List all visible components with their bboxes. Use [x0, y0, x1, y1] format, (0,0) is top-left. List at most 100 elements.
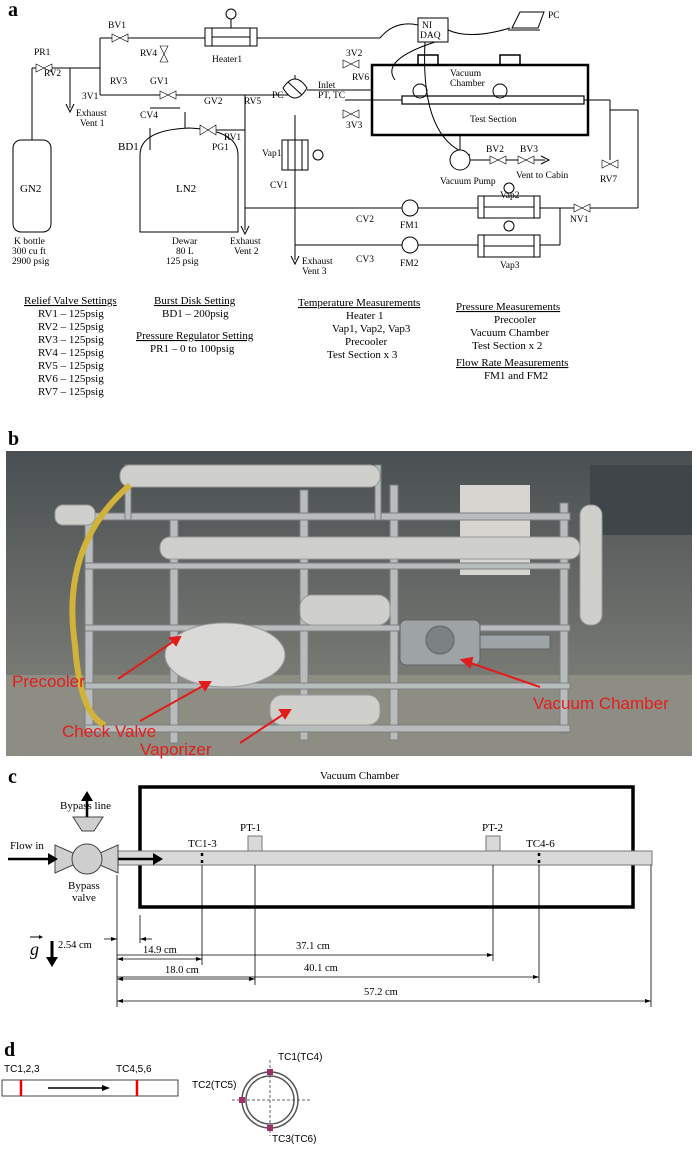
kbottle-2: 300 cu ft	[12, 246, 46, 257]
regulator-value: PR1 – 0 to 100psig	[150, 343, 235, 355]
dim-40-1: 40.1 cm	[304, 963, 338, 974]
inlet-a: Inlet	[318, 81, 336, 91]
bv1-label: BV1	[108, 21, 126, 31]
burst-value: BD1 – 200psig	[162, 308, 229, 320]
vacuum-chamber-b: Chamber	[450, 79, 486, 89]
bv2-label: BV2	[486, 145, 504, 155]
panel-d-thermocouples: d TC1,2,3 TC4,5,6 TC1(TC4) TC2(TC5) TC3(…	[0, 1040, 697, 1149]
flow-in-label: Flow in	[10, 840, 44, 852]
test-section-label: Test Section	[470, 115, 517, 125]
dewar-1: Dewar	[172, 237, 198, 247]
exhaust2-a: Exhaust	[230, 237, 261, 247]
vap1-label: Vap1	[262, 149, 282, 159]
temperature-title: Temperature Measurements	[298, 297, 420, 309]
3v1-label: 3V1	[82, 92, 99, 102]
exhaust1-a: Exhaust	[76, 109, 107, 119]
pt2-label: PT-2	[482, 822, 503, 834]
tube-cross-section	[232, 1060, 310, 1136]
exhaust3-b: Vent 3	[302, 267, 327, 277]
heater1-label: Heater1	[212, 55, 242, 65]
burst-title: Burst Disk Setting	[154, 295, 236, 307]
panel-a-schematic: a BV1 RV4 Heater1 NI DAQ PC PR1 RV2 Exha…	[0, 0, 697, 420]
dim-14-9: 14.9 cm	[143, 945, 177, 956]
kbottle-3: 2900 psig	[12, 257, 49, 267]
dewar-3: 125 psig	[166, 257, 199, 267]
vap2-label: Vap2	[500, 191, 520, 201]
relief-item: RV2 – 125psig	[38, 321, 104, 333]
flow-title: Flow Rate Measurements	[456, 357, 568, 369]
pressure-title: Pressure Measurements	[456, 301, 560, 313]
pt1-label: PT-1	[240, 822, 261, 834]
pg1-label: PG1	[212, 143, 229, 153]
dim-18-0: 18.0 cm	[165, 965, 199, 976]
3v2-label: 3V2	[346, 49, 363, 59]
dim-57-2: 57.2 cm	[364, 987, 398, 998]
temperature-item: Test Section x 3	[327, 349, 398, 361]
nv1-label: NV1	[570, 215, 589, 225]
panel-c-letter: c	[8, 766, 17, 788]
panel-b-photo: b	[0, 425, 697, 765]
dim-37-1: 37.1 cm	[296, 941, 330, 952]
test-section-svg: c Vacuum Chamber PT-1 PT-2 TC1-3 TC4-6 B…	[8, 766, 653, 1007]
cv4-label: CV4	[140, 111, 158, 121]
vap3-label: Vap3	[500, 261, 520, 271]
exhaust1-b: Vent 1	[80, 119, 105, 129]
temperature-item: Precooler	[345, 336, 387, 348]
pressure-item: Precooler	[494, 314, 536, 326]
vacuum-chamber-title: Vacuum Chamber	[320, 770, 399, 782]
relief-item: RV5 – 125psig	[38, 360, 104, 372]
pressure-item: Vacuum Chamber	[470, 327, 549, 339]
panel-c-test-section: c Vacuum Chamber PT-1 PT-2 TC1-3 TC4-6 B…	[0, 765, 697, 1035]
test-tube	[116, 850, 653, 866]
rv1-label: RV1	[224, 133, 241, 143]
bv3-label: BV3	[520, 145, 538, 155]
flow-item: FM1 and FM2	[484, 370, 548, 382]
pc-mid-label: PC	[272, 91, 284, 101]
panel-a-letter: a	[8, 0, 18, 21]
bypass-line-label: Bypass line	[60, 800, 111, 812]
3v3-label: 3V3	[346, 121, 363, 131]
daq-label: DAQ	[420, 31, 441, 41]
gv2-label: GV2	[204, 97, 223, 107]
rv7-label: RV7	[600, 175, 617, 185]
pr1-label: PR1	[34, 48, 51, 58]
gravity-vector: g	[30, 935, 58, 967]
tc123-label: TC1,2,3	[4, 1064, 40, 1075]
relief-item: RV3 – 125psig	[38, 334, 104, 346]
pc-top-label: PC	[548, 11, 560, 21]
dim-2-54: 2.54 cm	[58, 940, 92, 951]
vent-cabin-label: Vent to Cabin	[516, 171, 568, 181]
ln2-label: LN2	[176, 183, 196, 195]
check-valve-label: Check Valve	[62, 722, 156, 741]
ni-label: NI	[422, 21, 432, 31]
regulator-title: Pressure Regulator Setting	[136, 330, 254, 342]
cv1-label: CV1	[270, 181, 288, 191]
exhaust3-a: Exhaust	[302, 257, 333, 267]
schematic-svg: a BV1 RV4 Heater1 NI DAQ PC PR1 RV2 Exha…	[8, 0, 639, 398]
pressure-item: Test Section x 2	[472, 340, 542, 352]
tc1-label: TC1(TC4)	[278, 1052, 322, 1063]
thermocouple-svg: d TC1,2,3 TC4,5,6 TC1(TC4) TC2(TC5) TC3(…	[1, 1040, 322, 1145]
relief-item: RV1 – 125psig	[38, 308, 104, 320]
bd1-label: BD1	[118, 141, 139, 153]
bypass-valve	[54, 791, 119, 875]
fm1-label: FM1	[400, 221, 419, 231]
photo-svg: b	[6, 428, 692, 759]
vacuum-pump-label: Vacuum Pump	[440, 177, 496, 187]
relief-title: Relief Valve Settings	[24, 295, 117, 307]
tc456-label: TC4,5,6	[116, 1064, 152, 1075]
tc46-label: TC4-6	[526, 838, 555, 850]
relief-item: RV7 – 125psig	[38, 386, 104, 398]
pt2-tap	[485, 835, 501, 852]
tc3-label: TC3(TC6)	[272, 1134, 316, 1145]
pt1-tap	[247, 835, 263, 852]
g-label: g	[30, 939, 39, 959]
rv5-label: RV5	[244, 97, 261, 107]
fm2-label: FM2	[400, 259, 419, 269]
temperature-item: Heater 1	[346, 310, 384, 322]
relief-item: RV4 – 125psig	[38, 347, 104, 359]
precooler-label: Precooler	[12, 672, 85, 691]
rv2-label: RV2	[44, 69, 61, 79]
gv1-label: GV1	[150, 77, 169, 87]
vacuum-chamber-box	[138, 785, 635, 909]
